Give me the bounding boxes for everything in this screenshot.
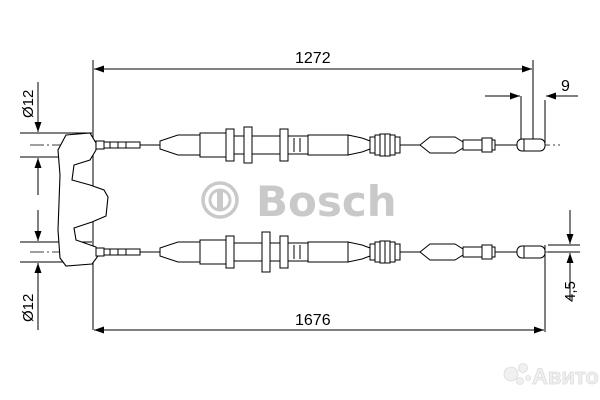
- cable-top: [95, 126, 546, 164]
- dim-top-left-diameter: Ø12: [20, 90, 37, 118]
- bosch-armature-icon: [201, 181, 239, 219]
- dim-bottom-left-diameter: Ø12: [20, 294, 37, 322]
- equalizer-bracket: [57, 132, 109, 267]
- bosch-wordmark: Bosch: [256, 177, 397, 226]
- dim-bottom-length: 1676: [295, 312, 331, 329]
- avito-watermark: Авито: [503, 363, 599, 389]
- bottom-front-sleeve: [159, 241, 201, 263]
- top-nut-1: [225, 128, 235, 162]
- bottom-tube: [307, 241, 349, 263]
- bottom-bellows: [369, 240, 401, 264]
- bottom-nut-2: [261, 231, 271, 273]
- top-cable-end: [516, 138, 546, 152]
- bosch-watermark: Bosch: [201, 177, 397, 226]
- top-nut-2: [243, 126, 253, 164]
- dim-bottom-right-offset: 4,5: [562, 281, 579, 302]
- avito-wordmark: Авито: [532, 364, 599, 389]
- top-rear-sleeve: [419, 136, 464, 154]
- cable-bottom: [95, 231, 546, 273]
- bottom-nut-1: [225, 235, 235, 269]
- dim-top-right-offset: 9: [561, 78, 570, 95]
- top-bellows: [369, 133, 401, 157]
- dim-top-length: 1272: [295, 50, 331, 67]
- top-eye-end: [95, 140, 105, 150]
- top-nut-3: [279, 128, 289, 162]
- bottom-cable-end: [516, 245, 546, 259]
- bottom-nut-3: [279, 235, 289, 269]
- top-tube: [307, 134, 349, 156]
- avito-dots-icon: [503, 363, 531, 385]
- bottom-rear-sleeve: [419, 243, 464, 261]
- bottom-eye-end: [95, 247, 105, 257]
- top-front-sleeve: [159, 134, 201, 156]
